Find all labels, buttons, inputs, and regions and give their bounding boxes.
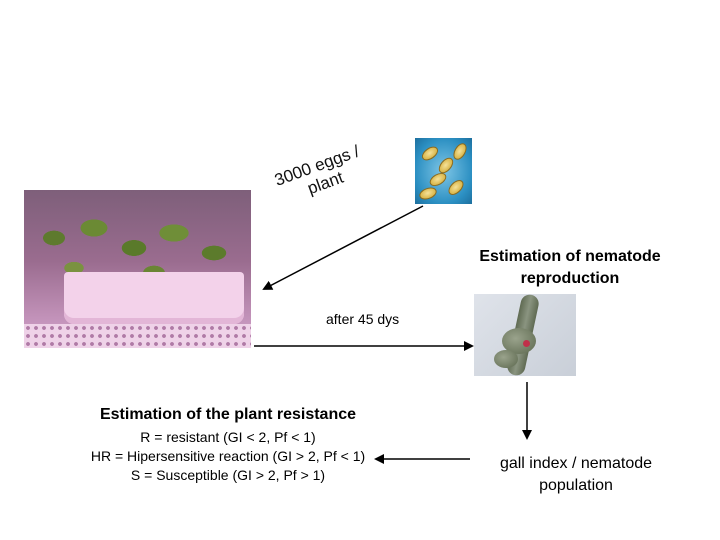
reproduction-title: Estimation of nematode reproduction bbox=[444, 246, 696, 290]
resistance-title: Estimation of the plant resistance bbox=[58, 406, 398, 424]
measurement-label: gall index / nematode population bbox=[468, 453, 684, 497]
resistance-criteria: R = resistant (GI < 2, Pf < 1) HR = Hipe… bbox=[48, 428, 408, 485]
criterion-hypersensitive: HR = Hipersensitive reaction (GI > 2, Pf… bbox=[48, 447, 408, 466]
inoculation-arrow bbox=[264, 206, 423, 289]
criterion-susceptible: S = Susceptible (GI > 2, Pf > 1) bbox=[48, 466, 408, 485]
incubation-time-label: after 45 dys bbox=[326, 311, 399, 327]
criterion-resistant: R = resistant (GI < 2, Pf < 1) bbox=[48, 428, 408, 447]
